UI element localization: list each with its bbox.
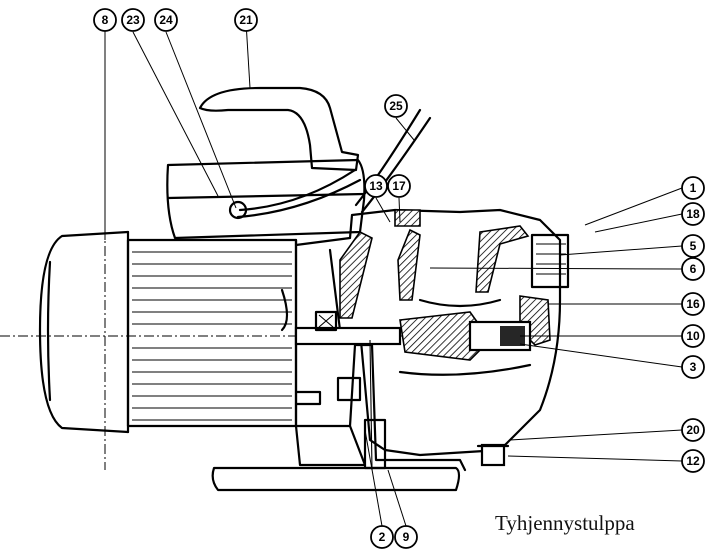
svg-text:2: 2	[379, 530, 386, 544]
svg-text:20: 20	[686, 423, 700, 437]
callout-1: 1	[681, 176, 705, 200]
svg-text:10: 10	[686, 329, 700, 343]
svg-text:25: 25	[389, 99, 403, 113]
svg-text:6: 6	[690, 262, 697, 276]
drain-plug	[476, 443, 510, 467]
callout-12: 12	[681, 449, 705, 473]
callout-25: 25	[384, 94, 408, 118]
callout-5: 5	[681, 234, 705, 258]
callout-3: 3	[681, 355, 705, 379]
svg-text:21: 21	[239, 13, 253, 27]
callout-10: 10	[681, 324, 705, 348]
svg-text:23: 23	[126, 13, 140, 27]
callout-2: 2	[370, 525, 394, 549]
motor-shaft	[294, 310, 402, 346]
drain-plug-caption: Tyhjennystulppa	[495, 511, 635, 535]
svg-text:5: 5	[690, 239, 697, 253]
svg-text:12: 12	[686, 454, 700, 468]
terminal-box	[166, 158, 366, 240]
svg-text:9: 9	[403, 530, 410, 544]
power-cable	[354, 108, 432, 214]
leader-lines	[104, 21, 683, 527]
impeller	[399, 311, 532, 361]
svg-text:16: 16	[686, 297, 700, 311]
carrying-handle	[198, 86, 360, 172]
motor-housing	[126, 238, 298, 428]
discharge-outlet	[530, 233, 570, 289]
callout-17: 17	[387, 174, 411, 198]
svg-text:17: 17	[392, 179, 406, 193]
callout-8: 8	[93, 8, 117, 32]
side-fitting	[294, 376, 362, 406]
callout-16: 16	[681, 292, 705, 316]
mounting-base	[211, 339, 467, 492]
svg-text:3: 3	[690, 360, 697, 374]
callout-24: 24	[154, 8, 178, 32]
callout-6: 6	[681, 257, 705, 281]
callout-18: 18	[681, 202, 705, 226]
svg-text:18: 18	[686, 207, 700, 221]
svg-text:1: 1	[690, 181, 697, 195]
svg-text:13: 13	[369, 179, 383, 193]
callout-20: 20	[681, 418, 705, 442]
motor-fan-cover	[38, 230, 130, 434]
callout-13: 13	[364, 174, 388, 198]
svg-text:24: 24	[159, 13, 173, 27]
callout-9: 9	[394, 525, 418, 549]
svg-text:8: 8	[102, 13, 109, 27]
callout-23: 23	[121, 8, 145, 32]
pump-casing	[294, 208, 562, 457]
callout-21: 21	[234, 8, 258, 32]
